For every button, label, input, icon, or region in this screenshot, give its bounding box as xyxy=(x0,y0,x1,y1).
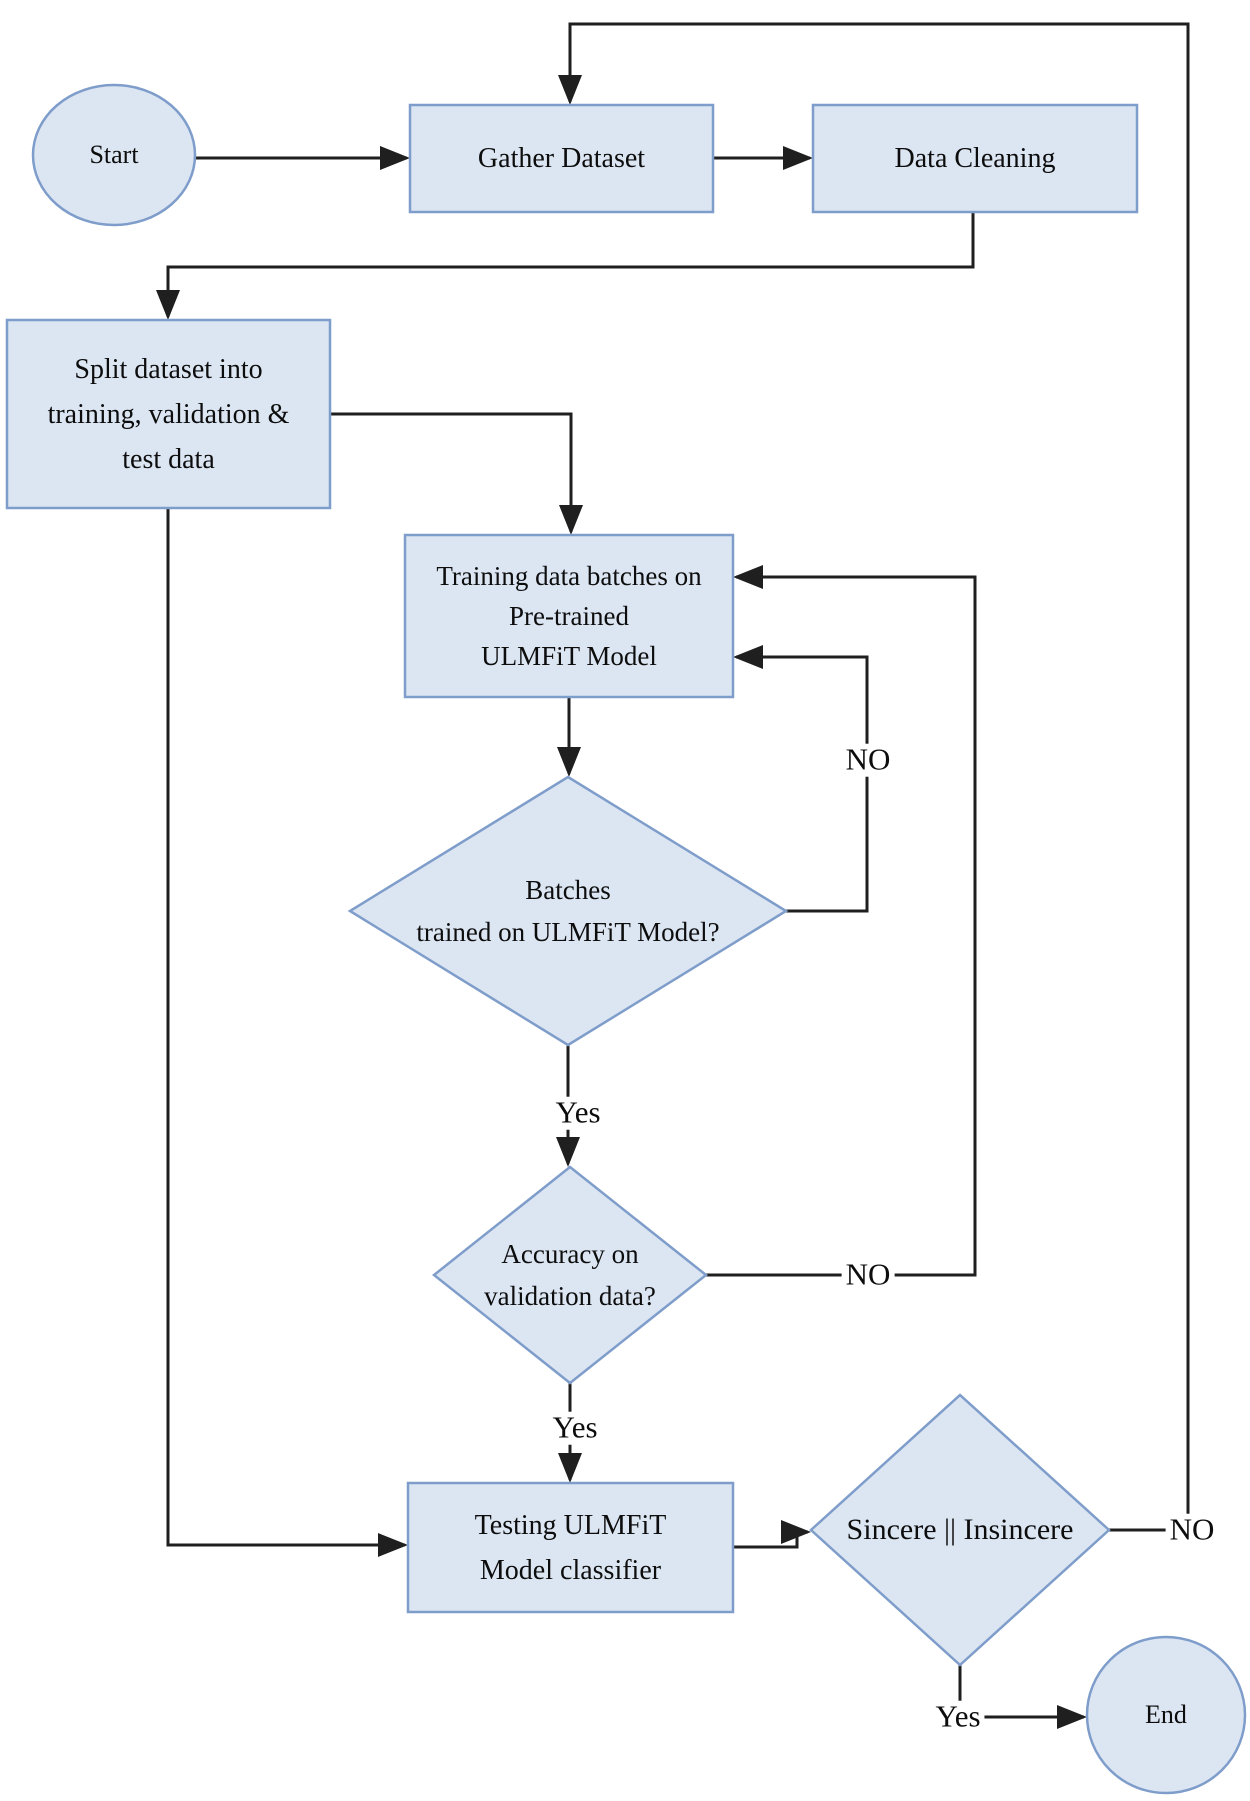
edge-batches-no-loop xyxy=(733,645,869,913)
accuracy-no-label: NO xyxy=(841,1258,895,1292)
edge-split-to-training xyxy=(330,412,583,535)
sincere-no-label: NO xyxy=(1165,1513,1219,1547)
testing-model-node xyxy=(406,1481,735,1614)
start-node xyxy=(31,83,197,227)
batches-yes-label: Yes xyxy=(551,1096,605,1130)
edge-accuracy-no-loop xyxy=(706,565,977,1277)
accuracy-decision-node xyxy=(431,1165,709,1385)
accuracy-yes-label: Yes xyxy=(548,1411,602,1445)
batches-trained-decision-node xyxy=(347,775,789,1047)
edge-sincere-no-loop xyxy=(558,22,1190,1532)
split-dataset-node xyxy=(5,318,332,510)
training-batches-node xyxy=(403,533,735,699)
end-node xyxy=(1085,1635,1247,1795)
edge-split-to-testing xyxy=(166,508,408,1557)
sincere-decision-node xyxy=(809,1393,1111,1667)
edge-testing-to-sincere xyxy=(733,1520,811,1549)
data-cleaning-node xyxy=(811,103,1139,214)
batches-no-label: NO xyxy=(841,743,895,777)
edge-cleaning-to-split xyxy=(156,212,975,320)
sincere-yes-label: Yes xyxy=(931,1700,985,1734)
gather-dataset-node xyxy=(408,103,715,214)
